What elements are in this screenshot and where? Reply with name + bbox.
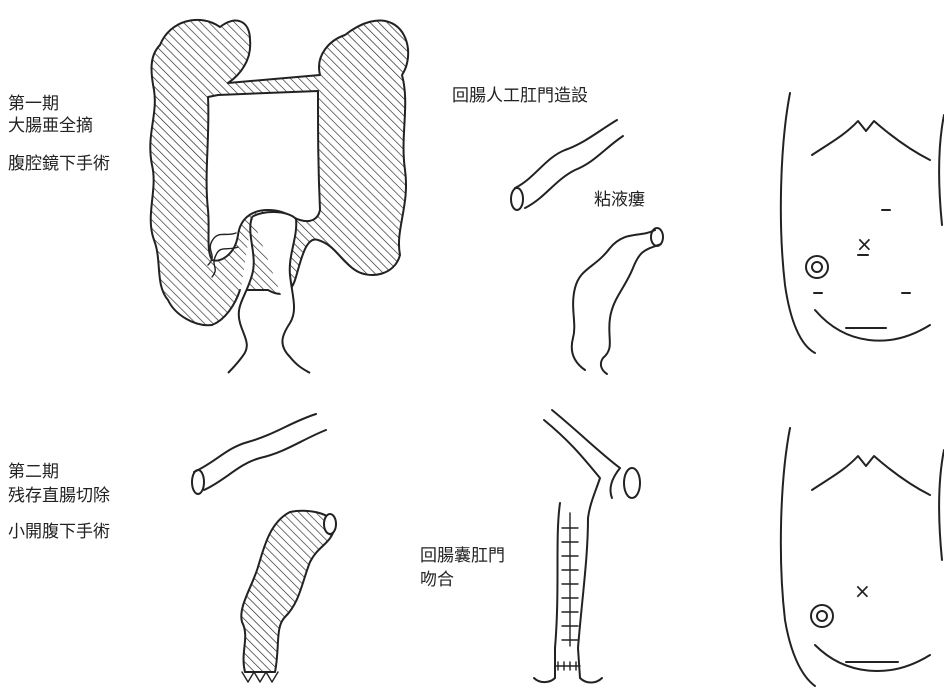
stage1-stoma-diagram [495,118,685,378]
anastomosis-label-line1: 回腸囊肛門 [420,544,505,568]
ileostomy-label: 回腸人工肛門造設 [452,84,588,108]
stage2-approach: 小開腹下手術 [8,520,110,544]
stage2-title: 第二期 [8,460,59,484]
port-marker-stage2: × [854,579,871,603]
stage2-procedure: 残存直腸切除 [8,484,110,508]
stage1-procedure: 大腸亜全摘 [8,114,93,138]
pouch-anastomosis-diagram [500,408,650,690]
mucous-fistula-limb [572,230,655,370]
anastomosis-label-line2: 吻合 [420,568,454,592]
resected-rectum [241,511,334,672]
port-marker: × [856,232,873,256]
mucous-fistula-opening [651,228,663,246]
ileostomy-opening [511,188,523,210]
stoma-marker [806,256,828,278]
colon-subtotal-diagram [140,5,420,390]
stoma-marker-stage2 [811,605,833,627]
stage1-abdomen-diagram: × [760,85,944,355]
stage1-title: 第一期 [8,92,59,116]
stage2-abdomen-diagram: × [760,420,944,689]
stage1-approach: 腹腔鏡下手術 [8,152,110,176]
stage2-resected-rectum-diagram [230,512,350,690]
stage2-ileostomy-diagram [186,412,336,502]
